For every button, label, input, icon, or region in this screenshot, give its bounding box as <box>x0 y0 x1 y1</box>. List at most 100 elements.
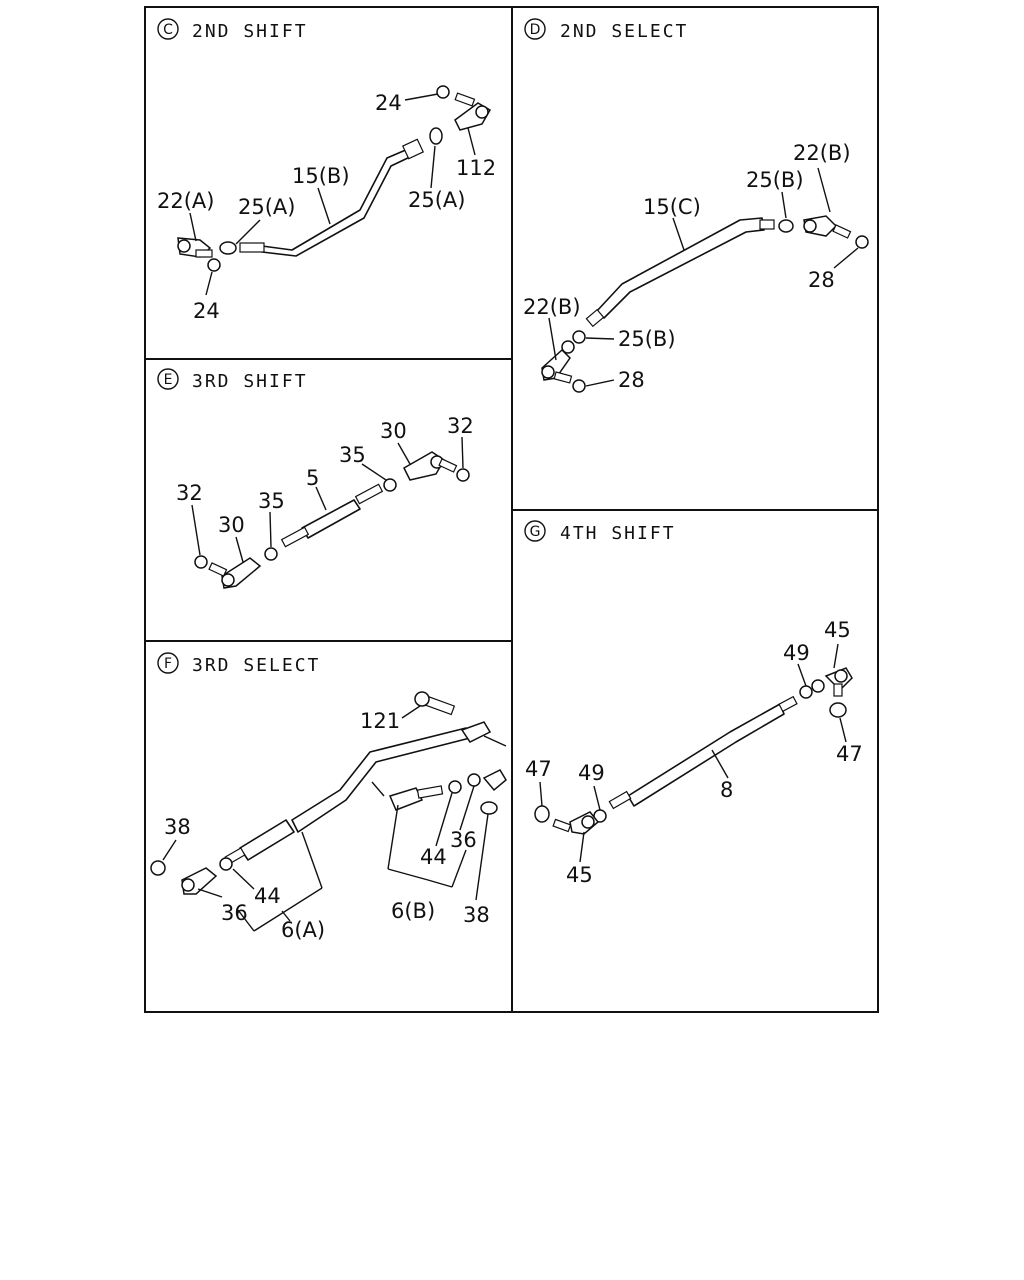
badge-letter: F <box>164 656 172 672</box>
lock-nut <box>219 857 233 871</box>
callout-label: 6(A) <box>281 918 325 942</box>
washer <box>467 773 481 787</box>
rod-end-eye <box>221 573 235 587</box>
rod-end-eye <box>581 815 595 829</box>
nut <box>436 85 450 99</box>
callout-label: 47 <box>836 742 863 766</box>
badge-letter: D <box>530 22 541 38</box>
lock-nut <box>429 127 443 145</box>
nut <box>480 801 498 815</box>
nut <box>829 702 847 718</box>
callout-label: 49 <box>578 761 605 785</box>
nut <box>572 379 586 393</box>
badge-letter: C <box>163 22 173 38</box>
rod-end-eye <box>181 878 195 892</box>
panel-grid <box>144 6 879 1013</box>
control-rod <box>627 703 785 807</box>
control-rod <box>291 727 471 833</box>
callout-label: 15(B) <box>292 164 350 188</box>
callout-label: 35 <box>339 443 366 467</box>
callout-label: 45 <box>566 863 593 887</box>
ball-joint-stud <box>454 92 476 107</box>
rod-thread <box>280 526 310 548</box>
callout-label: 28 <box>618 368 645 392</box>
callout-label: 22(A) <box>157 189 214 213</box>
rod-thread <box>585 308 605 328</box>
nut <box>150 860 166 876</box>
panel-title: 3RD SELECT <box>192 655 320 676</box>
bolt-head <box>414 691 430 707</box>
lock-nut <box>448 780 462 794</box>
washer <box>811 679 825 693</box>
panel-3rd-select: F 3RD SELECT <box>150 652 507 942</box>
rod-end-stud <box>438 458 458 473</box>
rod-end-stud <box>552 818 572 833</box>
rod-thread <box>608 790 632 810</box>
rod-end-stud <box>208 562 228 577</box>
callout-label: 15(C) <box>643 195 701 219</box>
callout-label: 6(B) <box>391 899 435 923</box>
callout-label: 121 <box>360 709 400 733</box>
callout-label: 36 <box>450 828 477 852</box>
rod-thread <box>759 219 775 230</box>
lock-nut <box>264 547 278 561</box>
callout-label: 30 <box>380 419 407 443</box>
panel-badge: G <box>524 520 546 542</box>
ball-joint-stud <box>195 249 213 258</box>
callout-label: 28 <box>808 268 835 292</box>
callout-label: 36 <box>221 901 248 925</box>
nut <box>194 555 208 569</box>
rod-end <box>388 787 424 811</box>
nut <box>534 805 550 823</box>
ball-joint-stud <box>553 371 573 384</box>
callout-label: 38 <box>164 815 191 839</box>
nut <box>855 235 869 249</box>
ball-joint-stud <box>832 224 852 239</box>
rod-thread <box>416 785 444 799</box>
panel-badge: E <box>157 368 179 390</box>
panel-badge: F <box>157 652 179 674</box>
callout-label: 5 <box>306 466 319 490</box>
lock-nut <box>383 478 397 492</box>
callout-label: 25(A) <box>238 195 295 219</box>
ball-joint-eye <box>541 365 555 379</box>
panel-3rd-shift: E 3RD SHIFT 30 32 35 5 32 35 30 <box>157 368 474 589</box>
callout-label: 44 <box>254 884 281 908</box>
rod-thread <box>354 483 384 505</box>
panel-title: 4TH SHIFT <box>560 523 676 544</box>
callout-label: 44 <box>420 845 447 869</box>
callout-label: 112 <box>456 156 496 180</box>
ball-joint-eye <box>475 105 489 119</box>
callout-label: 24 <box>375 91 402 115</box>
callout-label: 24 <box>193 299 220 323</box>
callout-label: 25(A) <box>408 188 465 212</box>
ball-joint-eye <box>803 219 817 233</box>
lock-nut <box>572 330 586 344</box>
control-rod <box>301 499 361 539</box>
lock-nut <box>219 241 237 255</box>
rod-end <box>482 769 507 792</box>
callout-label: 8 <box>720 778 733 802</box>
rod-thread <box>401 138 425 160</box>
rod-end-stud <box>833 683 843 697</box>
callout-label: 32 <box>176 481 203 505</box>
panel-badge: C <box>157 18 179 40</box>
callout-label: 30 <box>218 513 245 537</box>
control-rod <box>595 217 765 319</box>
callout-label: 32 <box>447 414 474 438</box>
nut <box>207 258 221 272</box>
callout-label: 22(B) <box>523 295 581 319</box>
panel-4th-shift: G 4TH SHIFT 45 49 47 8 47 49 45 <box>524 520 863 887</box>
ball-joint-eye <box>177 239 191 253</box>
callout-label: 25(B) <box>746 168 804 192</box>
callout-label: 22(B) <box>793 141 851 165</box>
callout-label: 25(B) <box>618 327 676 351</box>
nut <box>561 340 575 354</box>
lock-nut <box>799 685 813 699</box>
panel-badge: D <box>524 18 546 40</box>
panel-2nd-shift: C 2ND SHIFT 24 112 15(B) 25(A) <box>157 18 496 323</box>
nut <box>456 468 470 482</box>
bracket <box>460 721 492 743</box>
callout-label: 47 <box>525 757 552 781</box>
